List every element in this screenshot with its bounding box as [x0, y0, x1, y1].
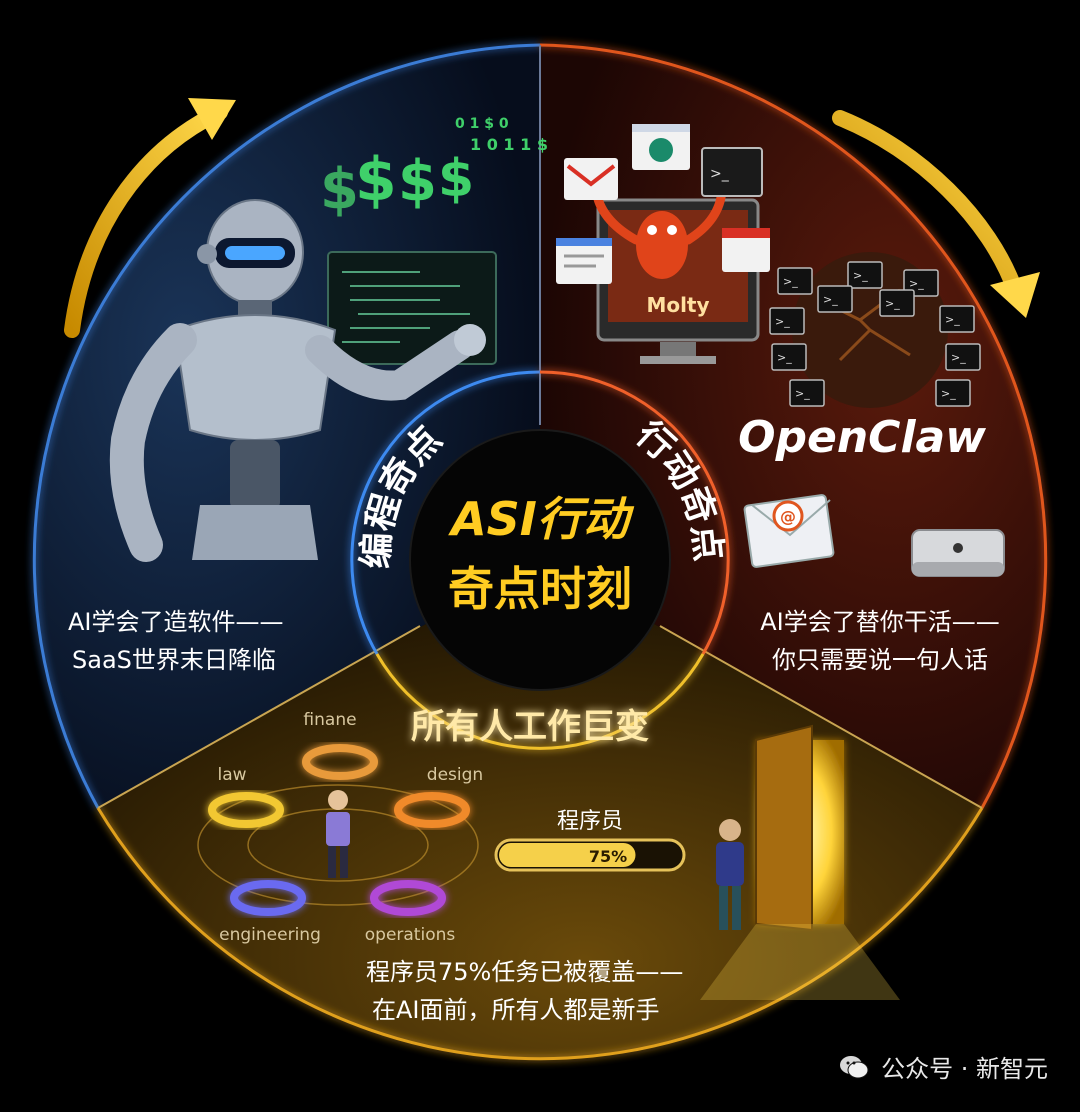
terminal-prompt: >_	[795, 387, 810, 400]
skill-ring-engineering	[230, 880, 306, 916]
svg-text:$: $	[355, 145, 397, 215]
terminal-tiles: >_ >_ >_ >_ >_ >_ >_ >_ >_ >_ >_	[769, 261, 981, 407]
bottom-caption-line1: 程序员75%任务已被覆盖——	[366, 958, 683, 986]
skill-ring-operations	[370, 880, 446, 916]
email-envelope-icon: @	[743, 494, 835, 568]
bottom-caption-line2: 在AI面前，所有人都是新手	[372, 996, 660, 1024]
arrow-right-icon	[832, 110, 1040, 318]
svg-text:@: @	[780, 507, 796, 526]
svg-text:$: $	[398, 149, 437, 214]
center-disc	[409, 429, 671, 691]
browser-window-icon	[632, 124, 690, 170]
terminal-prompt: >_	[775, 315, 790, 328]
monitor-label: Molty	[646, 293, 709, 317]
progress-fill	[499, 843, 636, 867]
right-caption-line2: 你只需要说一句人话	[772, 646, 988, 674]
arrow-left-icon	[64, 98, 236, 338]
skill-ring-label: design	[427, 765, 483, 785]
person-at-door-icon	[716, 819, 744, 930]
terminal-prompt: >_	[909, 277, 924, 290]
terminal-prompt: >_	[853, 269, 868, 282]
gmail-window-icon	[564, 158, 618, 200]
watermark: 公众号 · 新智元	[837, 1049, 1048, 1084]
skill-rings: finane law design engineering operations	[208, 710, 483, 945]
left-caption-line2: SaaS世界末日降临	[72, 646, 276, 674]
calendar-window-icon	[722, 228, 770, 272]
ring-left	[350, 370, 541, 655]
skill-ring-finane	[302, 744, 378, 780]
skill-ring-design	[394, 792, 470, 828]
center-title-line1: ASI行动	[448, 492, 635, 546]
terminal-tile-icon	[847, 261, 883, 289]
terminal-tile-icon	[935, 379, 971, 407]
robot-coding-icon	[109, 199, 486, 562]
skill-ring-label: finane	[303, 710, 356, 730]
terminal-tile-icon	[879, 289, 915, 317]
watermark-text: 公众号 · 新智元	[881, 1055, 1048, 1083]
ring-bottom	[375, 653, 705, 750]
center-title-line2: 奇点时刻	[448, 562, 632, 616]
left-rim	[32, 43, 541, 809]
divider-left	[97, 625, 421, 809]
terminal-prompt: >_	[777, 351, 792, 364]
skill-ring-label: law	[217, 765, 246, 785]
terminal-prompt: >_	[783, 275, 798, 288]
terminal-tile-icon	[945, 343, 981, 371]
bottom-title: 所有人工作巨变	[411, 707, 649, 747]
document-window-icon	[556, 238, 612, 284]
brand-openclaw: OpenClaw	[738, 412, 986, 463]
person-center-icon	[326, 790, 350, 878]
bottom-rim	[96, 807, 984, 1061]
skill-ring-label: engineering	[219, 925, 321, 945]
right-caption-line1: AI学会了替你干活——	[760, 608, 1000, 636]
terminal-prompt: >_	[941, 387, 956, 400]
terminal-tile-icon	[769, 307, 805, 335]
glowing-door-icon	[700, 724, 900, 1000]
skill-ring-label: operations	[365, 925, 456, 945]
terminal-tile-icon	[771, 343, 807, 371]
divider-right	[659, 625, 983, 809]
dollar-signs-icon: $ $ $ $ 1 0 1 1 $ 0 1 $ 0	[320, 116, 548, 222]
right-rim	[539, 43, 1048, 809]
ring-right	[539, 370, 730, 655]
terminal-prompt: >_	[885, 297, 900, 310]
svg-text:$: $	[320, 157, 359, 222]
skill-ring-law	[208, 792, 284, 828]
svg-text:0 1 $ 0: 0 1 $ 0	[455, 116, 509, 132]
terminal-tile-icon	[817, 285, 853, 313]
progress-label: 程序员	[557, 809, 623, 834]
terminal-prompt: >_	[945, 313, 960, 326]
terminal-tile-icon	[777, 267, 813, 295]
wechat-icon	[840, 1055, 869, 1078]
terminal-prompt: >_	[823, 293, 838, 306]
svg-text:1 0 1 1 $: 1 0 1 1 $	[470, 135, 548, 154]
svg-text:>_: >_	[710, 166, 730, 182]
terminal-tile-icon	[939, 305, 975, 333]
left-caption-line1: AI学会了造软件——	[68, 608, 284, 636]
svg-text:$: $	[438, 149, 474, 209]
terminal-window-icon: >_	[701, 147, 763, 197]
bottom-sector	[98, 560, 982, 1059]
progress-text: 75%	[589, 847, 627, 866]
mac-mini-icon	[911, 529, 1005, 577]
terminal-prompt: >_	[951, 351, 966, 364]
terminal-tile-icon	[789, 379, 825, 407]
